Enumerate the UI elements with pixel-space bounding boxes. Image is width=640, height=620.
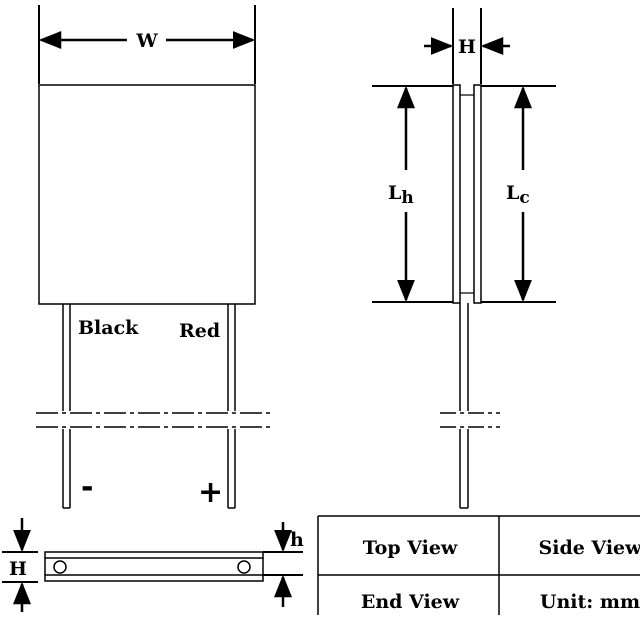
end-thickness-label: H <box>9 558 27 580</box>
cold-side-plate <box>474 85 481 303</box>
end-gap-label: h <box>290 529 304 551</box>
module-body <box>39 85 255 304</box>
end-bottom-plate <box>45 575 263 581</box>
side-thickness-label: H <box>458 36 476 58</box>
table-cell-side-view: Side View <box>539 537 640 559</box>
plus-sign: + <box>198 475 223 510</box>
hot-length-label: Lh <box>388 182 414 208</box>
table-cell-end-view: End View <box>361 591 460 613</box>
cold-length-label: Lc <box>506 182 530 208</box>
end-top-plate <box>45 552 263 558</box>
end-view: H h <box>2 518 304 612</box>
end-pin-right <box>238 561 250 573</box>
legend-table: Top View Side View End View Unit: mm <box>318 516 640 615</box>
lead-right-label: Red <box>179 320 220 342</box>
lead-wire-black <box>60 304 74 508</box>
minus-sign: - <box>81 470 93 505</box>
side-lead-wire <box>457 303 471 508</box>
hot-side-plate <box>453 85 460 303</box>
end-pin-left <box>54 561 66 573</box>
table-cell-top-view: Top View <box>363 537 458 559</box>
top-view: W Black Red - + <box>36 5 270 510</box>
lead-wire-red <box>225 304 239 508</box>
width-label: W <box>135 30 158 52</box>
lead-left-label: Black <box>78 317 139 339</box>
table-cell-unit: Unit: mm <box>540 591 640 613</box>
side-view: H Lh Lc <box>372 8 556 508</box>
